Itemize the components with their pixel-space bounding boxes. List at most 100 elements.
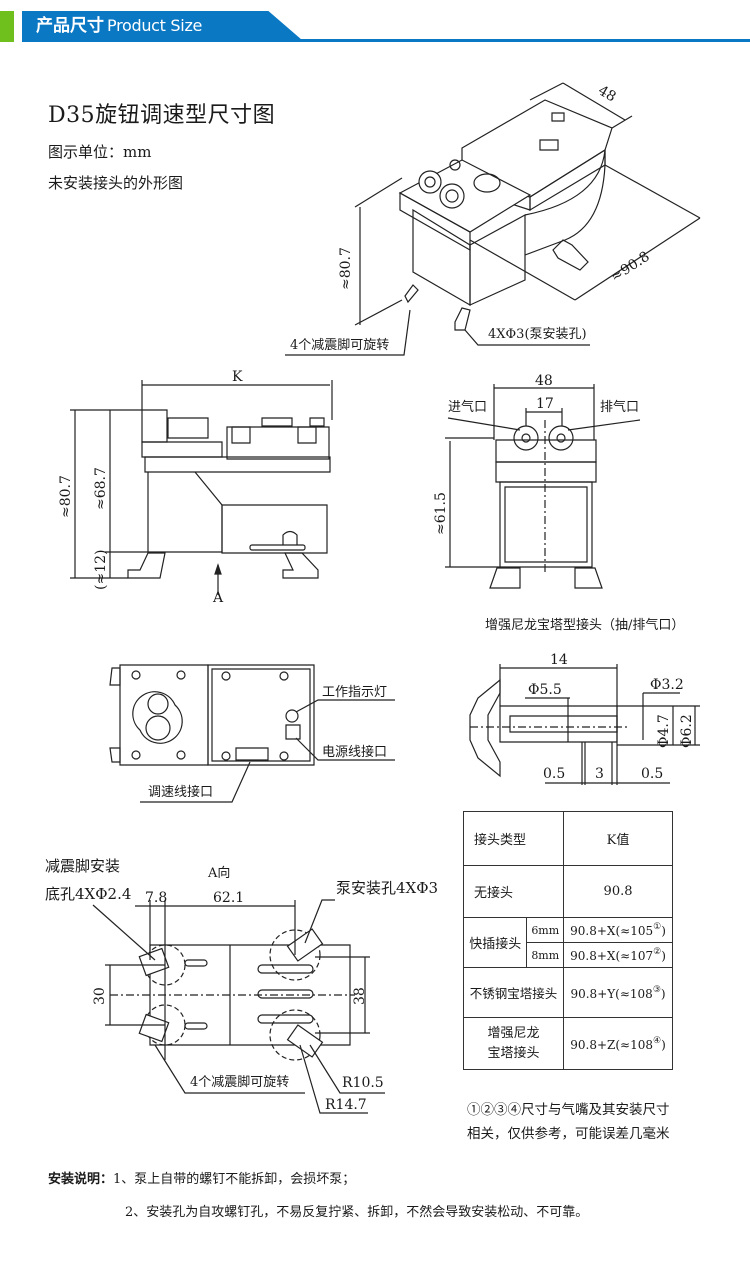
iso-connector bbox=[552, 113, 564, 121]
fitting-dim-d62: Φ6.2 bbox=[679, 714, 695, 748]
front-outlet bbox=[549, 426, 573, 450]
side-dim-body: ≈68.7 bbox=[93, 467, 109, 510]
note-mark: ④ bbox=[653, 1035, 662, 1046]
top-speed-port bbox=[236, 748, 268, 760]
side-view bbox=[70, 380, 332, 595]
fitting-body bbox=[500, 706, 617, 742]
bottom-label-foot-holes-1: 减震脚安装 bbox=[45, 857, 121, 875]
fitting-flange bbox=[470, 680, 500, 776]
header-banner bbox=[22, 11, 302, 40]
table-cell-value: 90.8+X(≈105①) bbox=[563, 917, 673, 943]
iso-inlet-port bbox=[419, 171, 441, 193]
side-dim-k: K bbox=[232, 369, 243, 385]
side-controller bbox=[227, 427, 329, 459]
bottom-foot bbox=[139, 948, 168, 975]
front-motor bbox=[500, 482, 592, 567]
install-label: 安装说明： bbox=[48, 1172, 114, 1187]
table-cell-type: 增强尼龙宝塔接头 bbox=[462, 1017, 565, 1070]
top-label-speed: 调速线接口 bbox=[148, 785, 214, 800]
type-line-1: 增强尼龙 bbox=[487, 1025, 540, 1041]
note-mark: ② bbox=[653, 947, 662, 957]
fitting-dim-c: 0.5 bbox=[641, 766, 664, 782]
front-inlet bbox=[514, 426, 538, 450]
table-footnote: ①②③④尺寸与气嘴及其安装尺寸 相关，仅供参考，可能误差几毫米 bbox=[467, 1098, 697, 1146]
side-dim-total: ≈80.7 bbox=[58, 475, 74, 518]
table-cell-value: 90.8+Z(≈108④) bbox=[563, 1017, 673, 1070]
table-cell-type: 无接头 bbox=[462, 865, 565, 918]
table-header-k: K值 bbox=[563, 811, 673, 866]
fitting-drawing bbox=[470, 664, 700, 785]
bottom-dim-38: 38 bbox=[352, 987, 368, 1005]
side-pump-head bbox=[148, 472, 222, 552]
side-motor bbox=[222, 505, 327, 553]
table-header-type: 接头类型 bbox=[462, 811, 565, 866]
table-row: 无接头 90.8 bbox=[462, 865, 673, 918]
iso-speed-knob bbox=[474, 174, 500, 192]
table-row: 8mm 90.8+X(≈107②) bbox=[464, 942, 673, 968]
side-foot-right bbox=[283, 553, 318, 578]
iso-label-holes: 4XΦ3(泵安装孔) bbox=[488, 327, 587, 342]
table-cell-sub: 8mm bbox=[526, 942, 565, 968]
isometric-view bbox=[285, 83, 700, 355]
install-note-1: 安装说明：1、泵上自带的螺钉不能拆卸，会损坏泵； bbox=[48, 1168, 355, 1187]
table-cell-value: 90.8+X(≈107②) bbox=[563, 942, 673, 968]
value-close: ) bbox=[660, 986, 666, 1001]
front-label-outlet: 排气口 bbox=[600, 400, 640, 415]
front-dim-port-spacing: 17 bbox=[536, 396, 554, 412]
top-view bbox=[110, 665, 395, 802]
iso-outlet-port bbox=[440, 184, 464, 208]
front-label-inlet: 进气口 bbox=[448, 400, 488, 415]
side-arrow-label: A bbox=[213, 590, 224, 606]
bottom-label-foot-holes-2: 底孔4XΦ2.4 bbox=[45, 885, 132, 903]
side-port-block bbox=[142, 410, 167, 442]
top-label-indicator: 工作指示灯 bbox=[322, 685, 388, 700]
type-line-2: 宝塔接头 bbox=[487, 1045, 540, 1061]
side-dim-foot: (≈12) bbox=[93, 549, 109, 590]
top-controller bbox=[208, 665, 314, 765]
drawing-title: D35旋钮调速型尺寸图 bbox=[48, 103, 276, 128]
fitting-dim-d55: Φ5.5 bbox=[528, 682, 562, 698]
install-item-1: 1、泵上自带的螺钉不能拆卸，会损坏泵； bbox=[113, 1172, 356, 1187]
bottom-view bbox=[93, 900, 385, 1113]
install-item-2: 2、安装孔为自攻螺钉孔，不易反复拧紧、拆卸，不然会导致安装松动、不可靠。 bbox=[125, 1205, 589, 1220]
top-label-power: 电源线接口 bbox=[322, 745, 388, 760]
bottom-label-pump-holes: 泵安装孔4XΦ3 bbox=[336, 879, 439, 897]
front-foot-left bbox=[490, 568, 520, 588]
bottom-label-feet: 4个减震脚可旋转 bbox=[190, 1075, 290, 1090]
fitting-dim-d32: Φ3.2 bbox=[650, 677, 684, 693]
side-foot-left bbox=[128, 553, 165, 578]
fitting-dim-a: 0.5 bbox=[543, 766, 566, 782]
iso-foot bbox=[405, 285, 418, 302]
value-close: ) bbox=[661, 924, 666, 938]
top-power-port bbox=[286, 725, 300, 739]
front-view bbox=[445, 384, 640, 588]
table-cell-value: 90.8+Y(≈108③) bbox=[563, 967, 673, 1018]
bottom-direction: A向 bbox=[208, 866, 231, 881]
bottom-dim-78: 7.8 bbox=[145, 890, 168, 906]
table-row: 增强尼龙宝塔接头 90.8+Z(≈108④) bbox=[462, 1017, 673, 1070]
note-line: 未安装接头的外形图 bbox=[48, 174, 184, 192]
section-title-en: Product Size bbox=[107, 16, 203, 35]
table-cell-sub: 6mm bbox=[526, 917, 565, 943]
section-title-cn: 产品尺寸 bbox=[36, 16, 104, 36]
bottom-dim-r147: R14.7 bbox=[325, 1097, 367, 1113]
table-footnote-line-1: ①②③④尺寸与气嘴及其安装尺寸 bbox=[467, 1102, 670, 1118]
table-cell-type: 不锈钢宝塔接头 bbox=[462, 967, 565, 1018]
table-row: 快插接头 6mm 90.8+X(≈105①) bbox=[462, 917, 673, 968]
table-row: 不锈钢宝塔接头 90.8+Y(≈108③) bbox=[462, 967, 673, 1018]
header-marker bbox=[0, 11, 14, 42]
fitting-dim-b: 3 bbox=[595, 766, 604, 782]
iso-dim-height: ≈80.7 bbox=[338, 247, 354, 290]
value-text: 90.8+X(≈107 bbox=[570, 949, 654, 963]
value-close: ) bbox=[661, 949, 666, 963]
bottom-dim-r105: R10.5 bbox=[342, 1075, 384, 1091]
bottom-dim-621: 62.1 bbox=[213, 890, 245, 906]
note-mark: ③ bbox=[652, 984, 661, 995]
top-indicator-led bbox=[286, 710, 298, 722]
front-dim-width: 48 bbox=[535, 373, 553, 389]
bottom-dim-30: 30 bbox=[92, 987, 108, 1005]
value-text: 90.8+X(≈105 bbox=[570, 924, 654, 938]
value-text: 90.8+Y(≈108 bbox=[570, 986, 653, 1001]
value-close: ) bbox=[661, 1037, 666, 1052]
